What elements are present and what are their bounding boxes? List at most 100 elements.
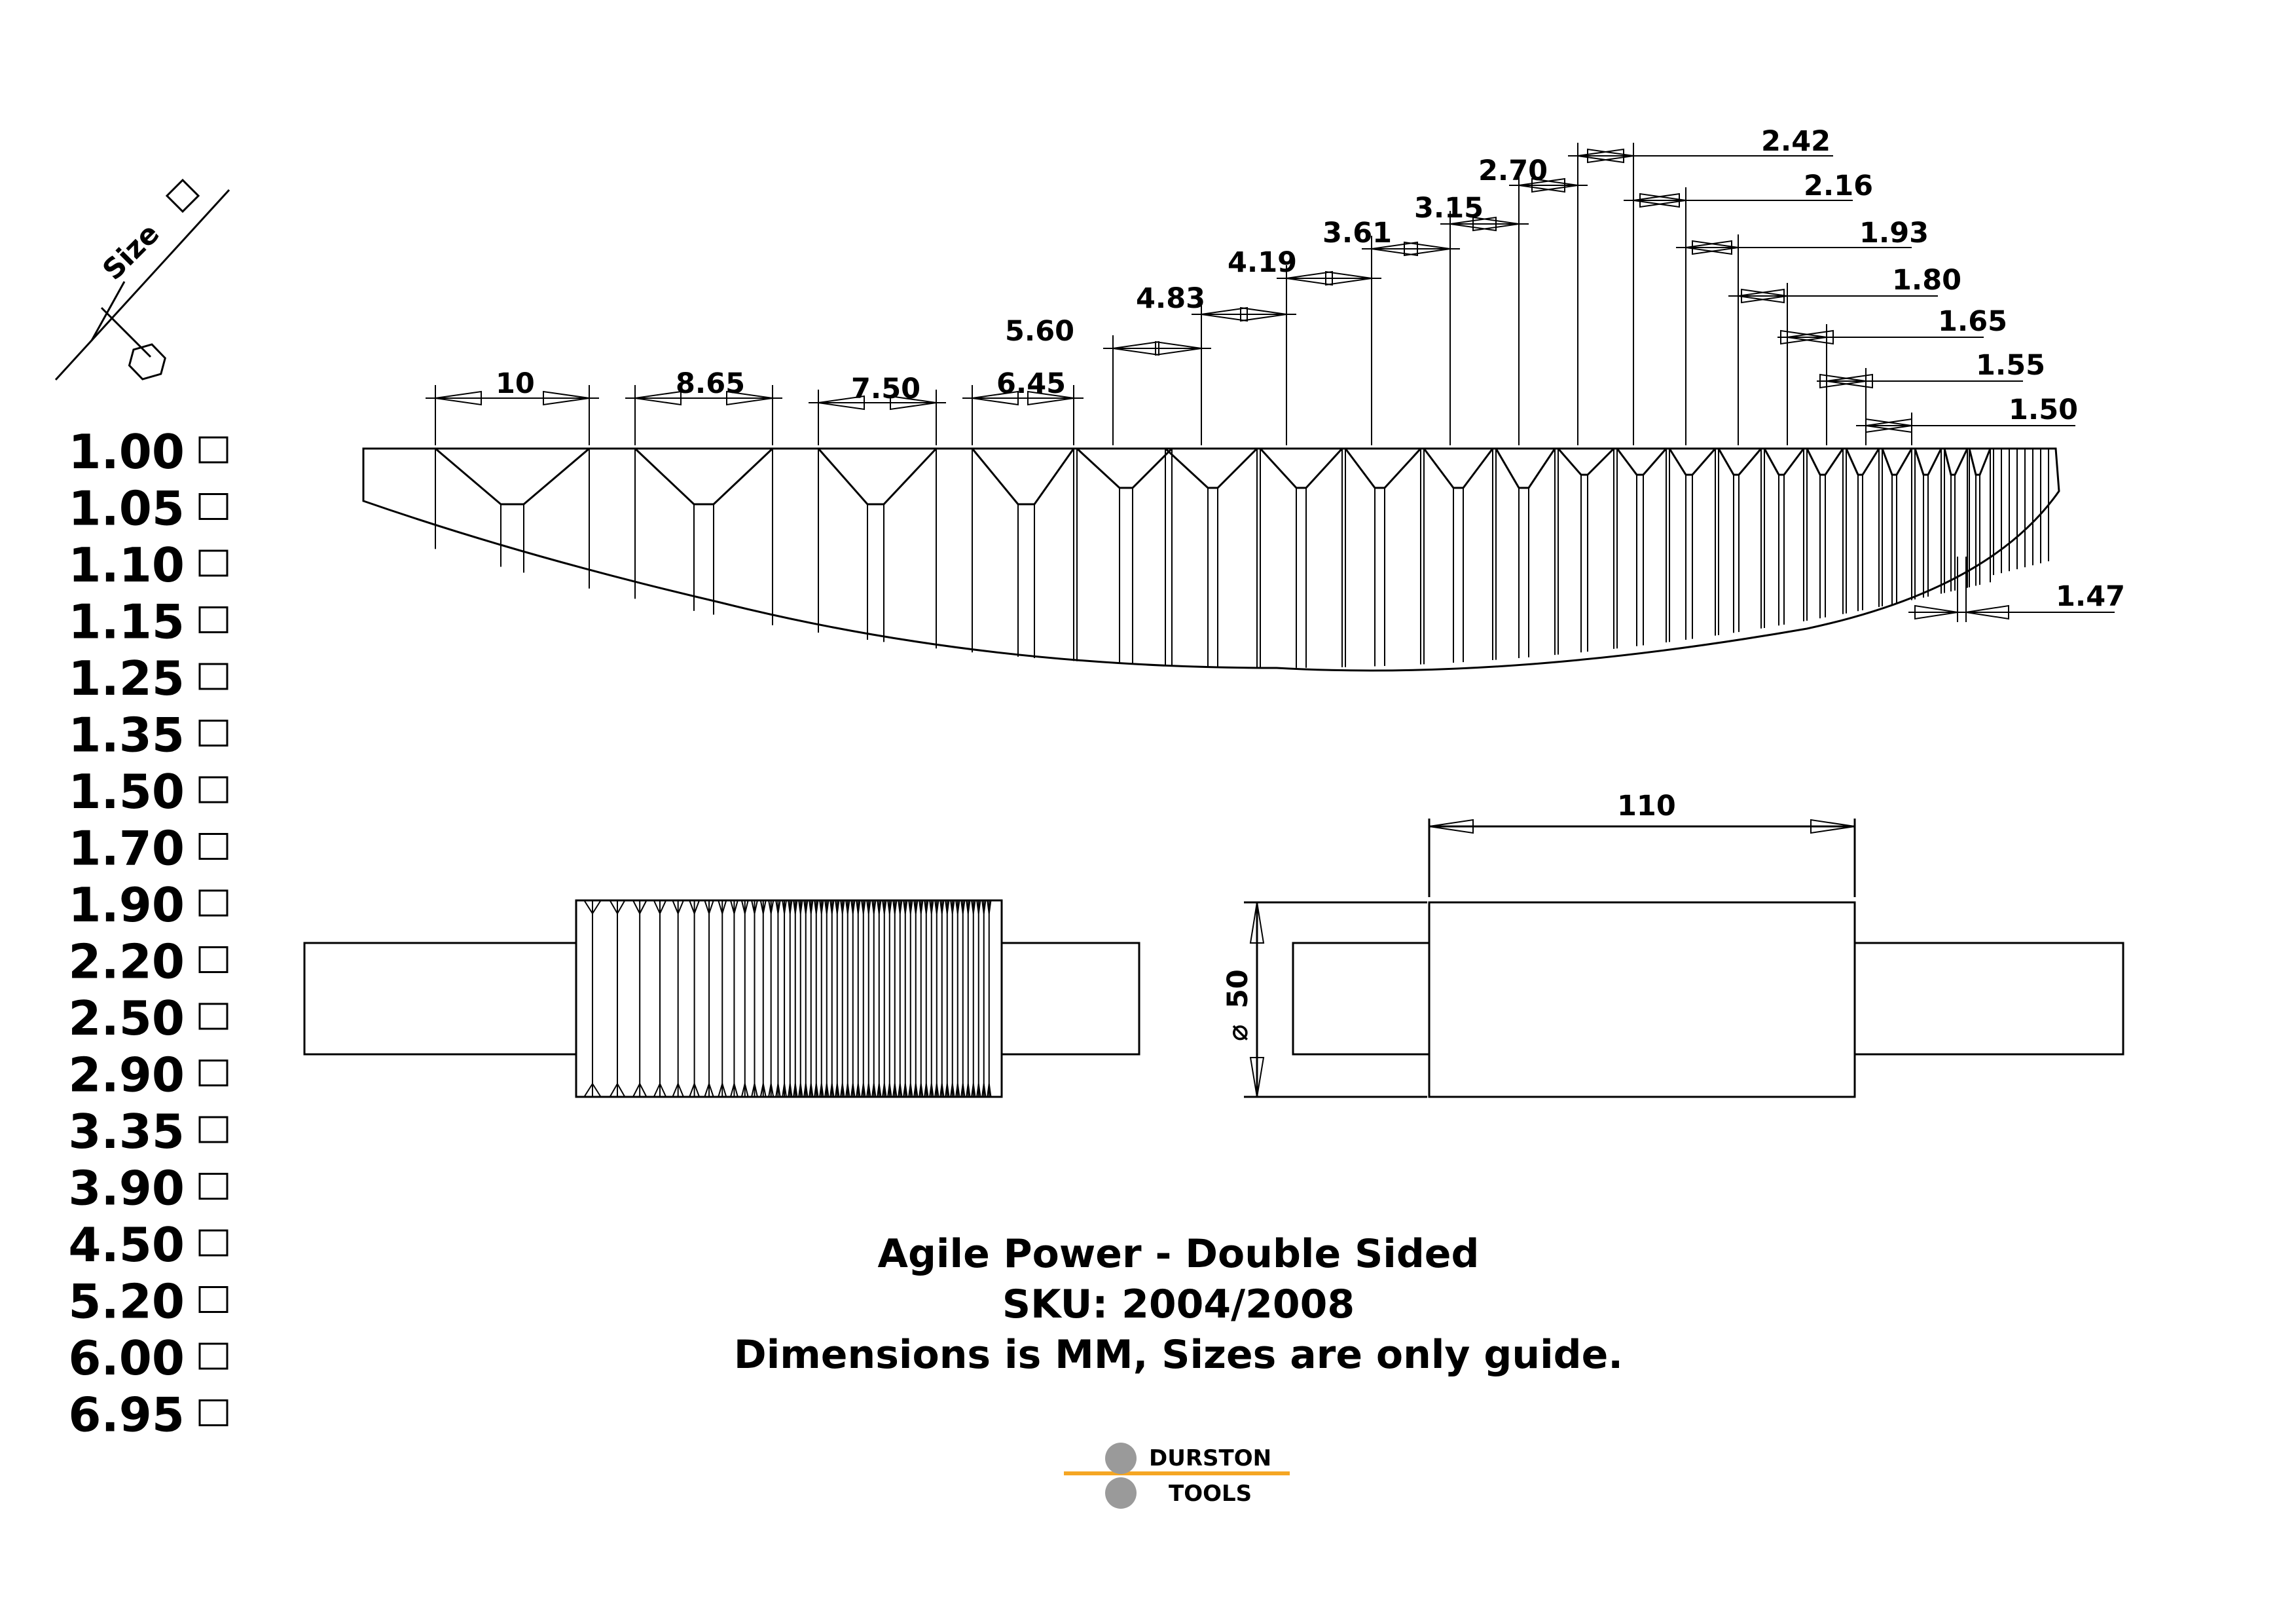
title-line-2: SKU: 2004/2008 [1002, 1282, 1355, 1327]
size-checkbox-2.50 [198, 1003, 228, 1030]
side-groove-bottom-40 [919, 1083, 924, 1098]
dim-label-5.60: 5.60 [1005, 315, 1074, 348]
side-groove-bottom-1 [609, 1082, 626, 1098]
side-groove-top-34 [887, 900, 892, 914]
size-checkbox-1.15 [198, 606, 228, 633]
groove-20 [1968, 448, 1992, 476]
side-groove-top-18 [803, 900, 809, 914]
roller-plain-view [1244, 819, 2124, 1098]
side-groove-bottom-10 [751, 1083, 758, 1098]
side-groove-top-3 [653, 900, 667, 915]
side-groove-top-13 [775, 900, 781, 914]
side-groove-bottom-28 [856, 1083, 861, 1098]
size-checkbox-1.90 [198, 889, 228, 917]
side-groove-bottom-31 [871, 1083, 877, 1098]
side-groove-bottom-2 [632, 1082, 647, 1098]
size-label-2.90: 2.90 [68, 1048, 185, 1103]
groove-15 [1806, 448, 1844, 476]
side-groove-bottom-20 [814, 1083, 819, 1098]
groove-10 [1557, 447, 1615, 476]
dim-label-1.55: 1.55 [1976, 349, 2045, 382]
side-groove-top-20 [814, 900, 819, 914]
side-groove-top-37 [903, 900, 908, 914]
side-groove-top-35 [892, 900, 898, 914]
side-groove-top-36 [898, 900, 903, 914]
size-checkbox-1.25 [198, 663, 228, 690]
side-groove-top-46 [950, 900, 955, 914]
dim-1.93-arrow-a [1685, 240, 1732, 255]
dim-label-4.19: 4.19 [1228, 246, 1297, 279]
roller-grooves [435, 447, 2049, 668]
side-groove-bottom-41 [924, 1083, 929, 1098]
dim-label-7.50: 7.50 [851, 373, 920, 405]
side-groove-top-9 [740, 900, 749, 914]
side-groove-top-27 [850, 900, 856, 914]
side-groove-top-47 [955, 900, 960, 914]
side-groove-top-5 [689, 900, 701, 915]
side-view-grooves [583, 900, 992, 1098]
size-list: 1.001.051.101.151.251.351.501.701.902.20… [68, 424, 228, 1443]
groove-8 [1423, 448, 1494, 489]
side-groove-top-33 [882, 900, 887, 914]
roller-length-label: 110 [1617, 790, 1676, 822]
side-groove-bottom-26 [845, 1083, 850, 1098]
side-groove-top-43 [934, 900, 939, 914]
dim-8.65-arrow-a [634, 390, 682, 406]
size-checkbox-3.35 [198, 1116, 228, 1143]
roller-side-view [303, 899, 1140, 1098]
side-groove-bottom-24 [835, 1083, 840, 1098]
groove-4 [1076, 447, 1173, 489]
size-label-6.95: 6.95 [68, 1388, 185, 1443]
side-groove-top-29 [861, 900, 866, 914]
side-groove-bottom-4 [672, 1082, 684, 1098]
dim-label-1.93: 1.93 [1859, 217, 1929, 249]
size-header-label: Size [96, 217, 166, 287]
side-groove-bottom-9 [740, 1083, 749, 1098]
side-groove-bottom-16 [793, 1083, 798, 1098]
side-groove-bottom-46 [950, 1083, 955, 1098]
dim-label-4.83: 4.83 [1136, 282, 1205, 315]
dim-label-3.15: 3.15 [1414, 192, 1484, 225]
size-label-1.10: 1.10 [68, 538, 185, 593]
side-groove-bottom-8 [730, 1081, 738, 1098]
groove-3 [971, 448, 1075, 506]
side-groove-top-25 [840, 900, 845, 914]
side-groove-bottom-37 [903, 1083, 908, 1098]
size-checkbox-1.35 [198, 720, 228, 747]
dim-1.80-arrow-b [1741, 288, 1788, 304]
side-groove-top-41 [924, 900, 929, 914]
title-block: Agile Power - Double Sided SKU: 2004/200… [734, 1231, 1623, 1378]
side-groove-top-17 [798, 900, 803, 914]
side-groove-bottom-50 [971, 1083, 976, 1098]
side-groove-bottom-36 [898, 1083, 903, 1098]
dim-4.19-arrow-a [1286, 270, 1333, 286]
size-label-1.70: 1.70 [68, 821, 185, 876]
side-groove-bottom-7 [718, 1081, 727, 1098]
profile-dimension-labels: 10 8.65 7.50 6.45 5.60 4.83 4.19 3.61 3.… [496, 125, 2125, 613]
logo-circle-bottom [1105, 1477, 1137, 1509]
logo-line-2: TOOLS [1169, 1481, 1252, 1507]
side-groove-top-28 [856, 900, 861, 914]
dim-7.50-arrow-a [818, 395, 865, 411]
side-groove-bottom-19 [809, 1083, 814, 1098]
logo-line-1: DURSTON [1149, 1445, 1271, 1471]
side-groove-top-31 [871, 900, 877, 914]
roller-diameter-group: ⌀ 50 [1222, 969, 1254, 1041]
dim-2.16-arrow-a [1633, 193, 1680, 208]
dim-label-8.65: 8.65 [676, 367, 745, 400]
groove-9 [1495, 448, 1556, 489]
size-checkbox-1.05 [198, 493, 228, 520]
durston-logo: DURSTON TOOLS [1105, 1443, 1271, 1509]
dim-4.83-arrow-a [1201, 306, 1248, 322]
size-header [54, 178, 230, 381]
dim-1.93-arrow-b [1692, 240, 1739, 255]
side-groove-top-50 [971, 900, 976, 914]
side-groove-bottom-48 [960, 1083, 966, 1098]
dim-6.45-arrow-b [1027, 390, 1074, 406]
size-label-2.20: 2.20 [68, 934, 185, 989]
side-groove-top-51 [976, 900, 981, 914]
size-label-4.50: 4.50 [68, 1217, 185, 1272]
side-groove-top-11 [759, 900, 767, 914]
dim-2.16-arrow-b [1639, 193, 1686, 208]
